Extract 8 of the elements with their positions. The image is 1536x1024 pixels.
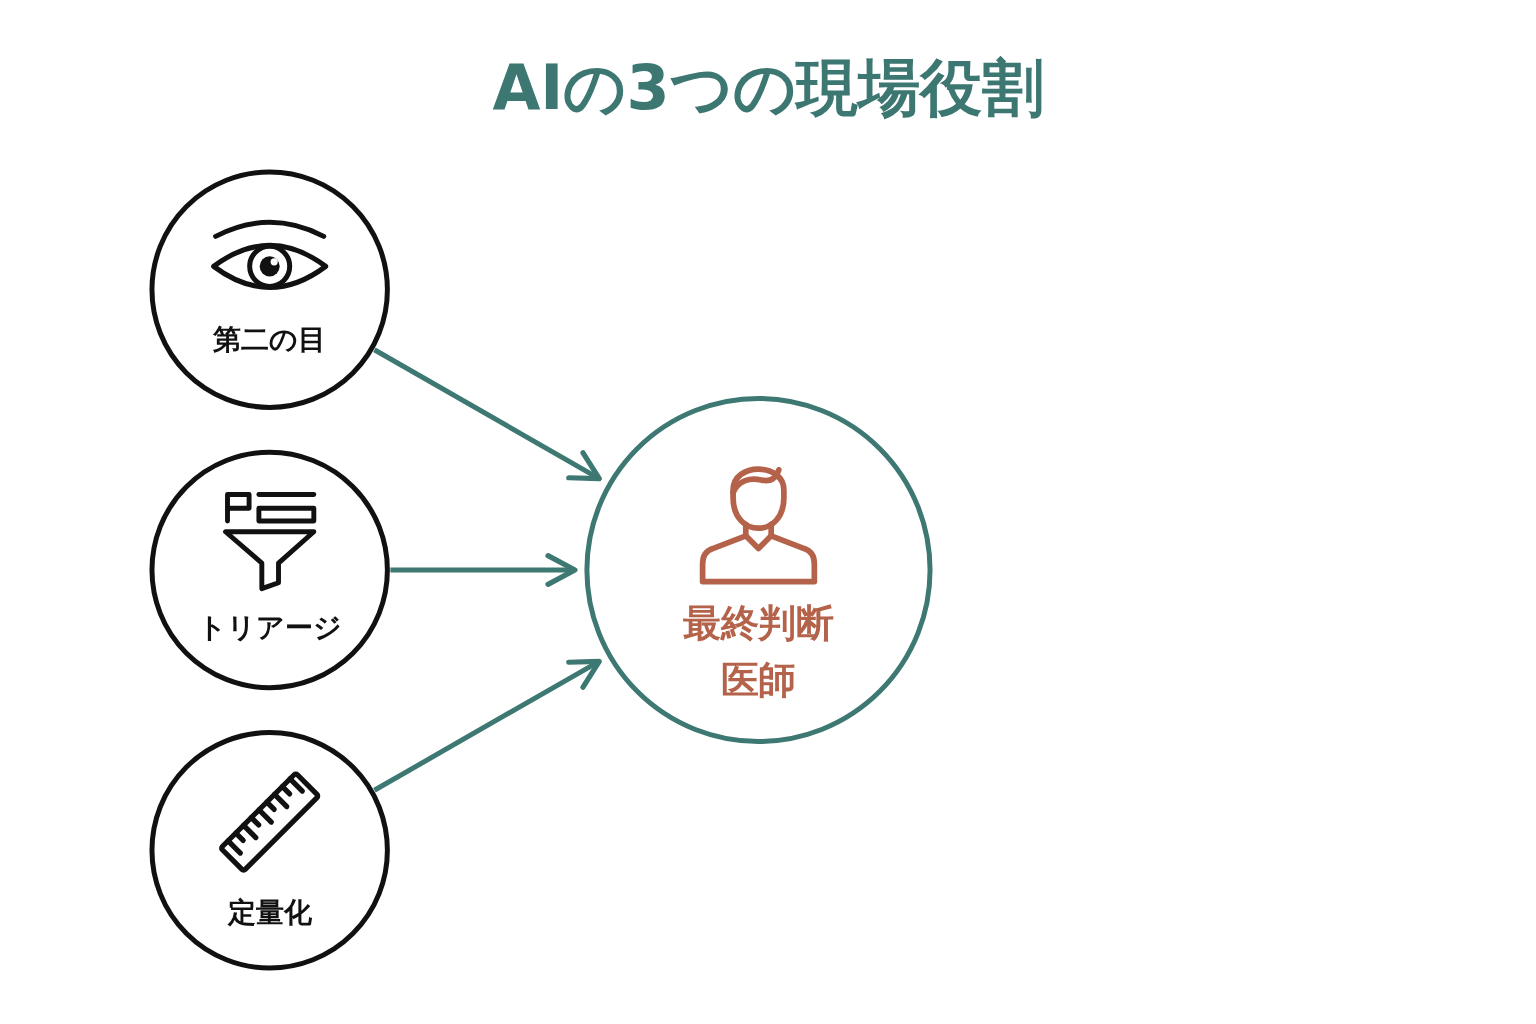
arrow [390,553,578,587]
arrow [373,347,602,482]
node-label: 定量化 [227,894,312,931]
diagram-title: AIの3つの現場役割 [492,52,1044,124]
arrow [373,658,602,793]
node-label: 最終判断 医師 [682,600,835,705]
node-label: 第二の目 [213,322,327,359]
node-label: トリアージ [197,609,342,646]
